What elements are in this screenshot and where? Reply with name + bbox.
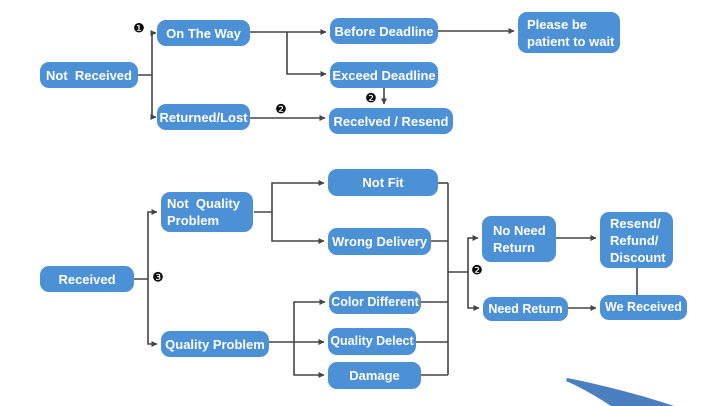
edge-notreceived-ontheway — [138, 30, 157, 76]
node-quality-problem: Quality Problem — [161, 331, 269, 357]
node-exceed-deadline: Exceed Deadline — [330, 62, 438, 88]
edge-ontheway-exceeddeadline — [286, 32, 327, 77]
node-damage: Damage — [328, 362, 421, 389]
edge-branch-noneedreturn — [467, 235, 479, 272]
node-label: On The Way — [166, 25, 241, 41]
node-returned-lost: Returned/Lost — [157, 104, 250, 130]
node-label: Need Return — [488, 301, 563, 316]
step-marker-2c: ❷ — [471, 265, 483, 278]
edge-received-qualityproblem — [147, 279, 158, 347]
node-label: Please be patient to wait — [527, 16, 615, 49]
node-resend-refund-discount: Resend/ Refund/ Discount — [600, 212, 673, 268]
node-before-deadline: Before Deadline — [330, 18, 438, 44]
node-not-received: Not Received — [40, 62, 138, 88]
node-label: Wrong Delivery — [331, 234, 428, 249]
edge-nqp-notfit — [254, 180, 325, 213]
node-label: Damage — [349, 368, 400, 383]
step-marker-glyph: ❷ — [471, 263, 483, 279]
node-label: Resend/ Refund/ Discount — [610, 215, 666, 265]
node-label: Before Deadline — [334, 23, 434, 39]
node-we-received: We Received — [600, 295, 687, 320]
node-not-fit: Not Fit — [328, 169, 438, 196]
node-received-resend: Recelved / Resend — [329, 108, 453, 134]
node-label: Not Quality Problem — [167, 196, 240, 228]
node-label: No Need Return — [493, 223, 546, 255]
step-marker-3: ❸ — [152, 272, 164, 285]
node-label: Quality Problem — [165, 336, 265, 352]
node-no-need-return: No Need Return — [482, 216, 556, 262]
step-marker-1: ❶ — [133, 23, 145, 36]
node-label: Color Different — [331, 295, 419, 309]
step-marker-glyph: ❸ — [152, 270, 164, 286]
edge-qp-colordifferent — [269, 299, 326, 343]
node-label: Received — [58, 271, 116, 287]
node-label: Not Received — [46, 67, 132, 83]
node-label: Exceed Deadline — [332, 67, 436, 83]
edge-branch-needreturn — [467, 272, 480, 311]
step-marker-2a: ❷ — [275, 104, 287, 117]
node-label: We Received — [605, 300, 682, 314]
edge-nqp-wrongdelivery — [271, 212, 325, 244]
step-marker-2b: ❷ — [365, 93, 377, 106]
edge-qp-damage — [293, 342, 325, 378]
step-marker-glyph: ❷ — [365, 91, 377, 107]
node-color-different: Color Different — [329, 291, 421, 314]
node-please-be-patient: Please be patient to wait — [518, 12, 620, 53]
step-marker-glyph: ❷ — [275, 102, 287, 118]
node-label: Recelved / Resend — [333, 113, 449, 129]
edge-notreceived-returnedlost — [150, 75, 157, 120]
node-received: Received — [40, 266, 134, 292]
node-on-the-way: On The Way — [157, 20, 250, 46]
swoosh-decoration — [566, 378, 674, 406]
node-label: Not Fit — [362, 175, 404, 190]
node-label: Quality Delect — [330, 334, 414, 348]
node-not-quality-problem: Not Quality Problem — [161, 192, 253, 232]
node-wrong-delivery: Wrong Delivery — [328, 228, 431, 255]
node-label: Returned/Lost — [159, 109, 248, 125]
step-marker-glyph: ❶ — [133, 21, 145, 37]
edge-received-notqualityproblem — [134, 209, 158, 280]
node-need-return: Need Return — [483, 297, 568, 321]
node-quality-delect: Quality Delect — [328, 328, 416, 355]
